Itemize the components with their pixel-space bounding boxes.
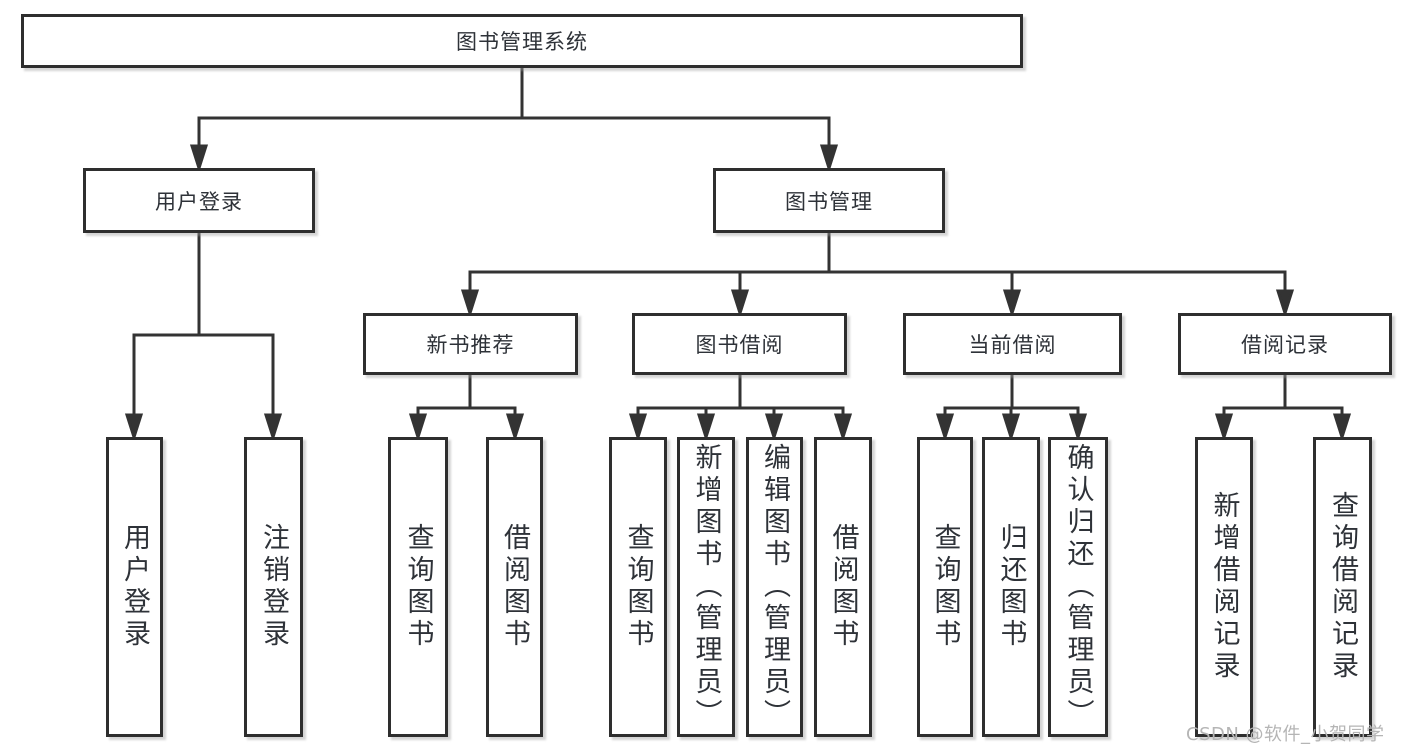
leaf-return-books: 归还图书 bbox=[982, 437, 1040, 737]
leaf-query-books-current: 查询图书 bbox=[917, 437, 973, 737]
edge-book-borrow-to-leaves bbox=[628, 375, 853, 442]
node-new-book-recommend: 新书推荐 bbox=[363, 313, 578, 375]
leaf-user-login: 用户登录 bbox=[106, 437, 163, 737]
edge-root-to-level2 bbox=[189, 68, 839, 173]
csdn-watermark: CSDN @软件_小贺同学 bbox=[1186, 724, 1385, 745]
edge-new-book-recommend-to-leaves bbox=[408, 375, 525, 442]
node-current-borrow: 当前借阅 bbox=[903, 313, 1122, 375]
node-user-login-branch: 用户登录 bbox=[83, 168, 315, 233]
leaf-borrow-books-recommend: 借阅图书 bbox=[486, 437, 543, 737]
edge-user-login-to-leaves bbox=[124, 233, 283, 442]
leaf-borrow-books: 借阅图书 bbox=[814, 437, 872, 737]
edge-borrow-records-to-leaves bbox=[1214, 375, 1352, 442]
leaf-logout: 注销登录 bbox=[244, 437, 303, 737]
leaf-query-books-borrow: 查询图书 bbox=[609, 437, 667, 737]
edge-book-mgmt-to-modules bbox=[460, 233, 1295, 318]
leaf-query-borrow-record: 查询借阅记录 bbox=[1313, 437, 1372, 737]
node-borrow-records: 借阅记录 bbox=[1178, 313, 1392, 375]
node-book-borrow: 图书借阅 bbox=[632, 313, 847, 375]
leaf-confirm-return-admin: 确认归还（管理员） bbox=[1048, 437, 1108, 737]
leaf-query-books-recommend: 查询图书 bbox=[388, 437, 448, 737]
node-root-system: 图书管理系统 bbox=[21, 14, 1023, 68]
edge-current-borrow-to-leaves bbox=[935, 375, 1088, 442]
leaf-add-borrow-record: 新增借阅记录 bbox=[1195, 437, 1253, 737]
leaf-add-books-admin: 新增图书（管理员） bbox=[677, 437, 735, 737]
node-book-management-branch: 图书管理 bbox=[713, 168, 945, 233]
leaf-edit-books-admin: 编辑图书（管理员） bbox=[746, 437, 803, 737]
